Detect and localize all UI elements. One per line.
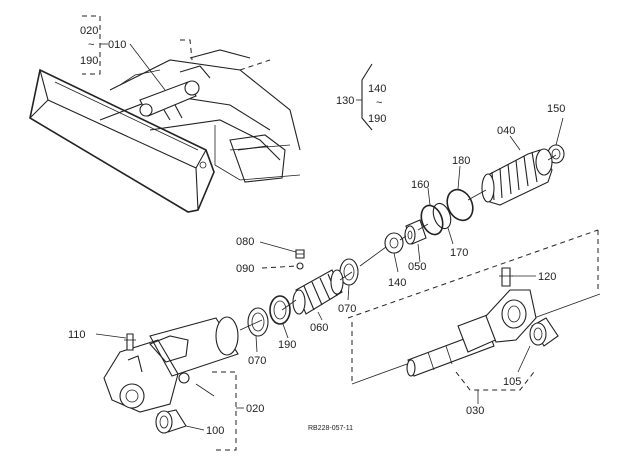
callout-120: 120 [538,271,556,283]
callout-140-top: 140 [368,83,386,95]
part-140-bushing: 140 [384,232,406,289]
assembly-axis-line [239,154,557,331]
callout-160: 160 [411,179,429,191]
callout-tilde-1: ~ [88,39,94,51]
callout-060: 060 [310,322,328,334]
callout-190-low: 190 [278,339,296,351]
callout-190-top: 190 [80,55,98,67]
callout-070-a: 070 [338,303,356,315]
callout-180: 180 [452,155,470,167]
part-060-piston: 060 [292,269,344,334]
part-100-bushing: 100 [155,409,224,437]
part-050-collar: 050 [404,219,427,273]
callout-020-top: 020 [80,25,98,37]
callout-100: 100 [206,425,224,437]
callout-090: 090 [236,263,254,275]
part-080-090-plug: 080 090 [236,236,305,275]
callout-080: 080 [236,236,254,248]
callout-070-b: 070 [248,355,266,367]
part-030-piston-rod: 120 105 030 [347,229,601,417]
callout-140: 140 [388,277,406,289]
callout-110: 110 [68,329,86,341]
callout-040: 040 [497,125,515,137]
callout-050: 050 [408,261,426,273]
callout-tilde-2: ~ [376,97,382,109]
part-070-seal-b: 070 [247,307,269,367]
callout-170: 170 [450,247,468,259]
part-070-seal-a: 070 [338,258,359,315]
callout-group-130: 130 140 ~ 190 [336,63,386,131]
callout-105: 105 [503,376,521,388]
callout-010: 010 [108,39,126,51]
callout-130: 130 [336,95,354,107]
part-180-oring: 180 [446,155,474,222]
part-160-170-rings: 160 170 [411,179,468,259]
callout-group-020-190: 020 ~ 190 010 [80,15,166,91]
machine-overview-illustration [29,39,301,213]
part-190-ring: 190 [269,295,296,351]
callout-030: 030 [466,405,484,417]
part-040-gland: 040 [481,125,553,206]
callout-020-low: 020 [246,403,264,415]
drawing-code: RB228-057-11 [308,425,353,432]
callout-150: 150 [547,103,565,115]
part-020-cylinder-tube: 110 [68,316,239,413]
callout-group-020-low: 020 [195,371,264,451]
callout-190-mid: 190 [368,113,386,125]
